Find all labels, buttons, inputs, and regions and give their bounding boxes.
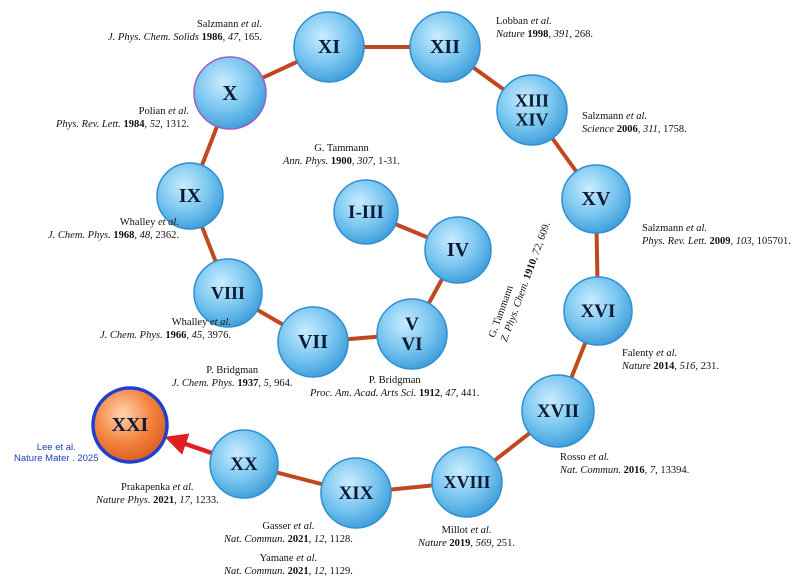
phase-circle [424, 216, 492, 284]
ref-whalley-1966: Whalley et al. J. Chem. Phys. 1966, 45, … [100, 317, 231, 341]
ref-salzmann-2006: Salzmann et al. Science 2006, 311, 1758. [582, 111, 687, 135]
phase-circle [209, 429, 279, 499]
phase-label: VII [298, 331, 328, 353]
phase-circle [561, 164, 631, 234]
phase-bubble-xvi: XVI [563, 276, 633, 346]
phase-label: XVII [537, 401, 579, 422]
phase-bubble-xx: XX [209, 429, 279, 499]
ref-author: P. Bridgman [206, 365, 259, 376]
ref-prakapenka-2021: Prakapenka et al. Nature Phys. 2021, 17,… [96, 482, 219, 506]
phase-circle [193, 258, 263, 328]
phase-circle [409, 11, 481, 83]
phase-circle [496, 74, 568, 146]
ref-bridgman-1912: P. Bridgman Proc. Am. Acad. Arts Sci. 19… [310, 375, 480, 399]
ref-lobban-1998: Lobban et al. Nature 1998, 391, 268. [496, 16, 594, 40]
ref-yamane-2021: Yamane et al. Nat. Commun. 2021, 12, 112… [224, 553, 353, 577]
ref-bridgman-1937: P. Bridgman J. Chem. Phys. 1937, 5, 964. [172, 365, 293, 389]
ref-lee-2025: Lee et al. Nature Mater . 2025 [14, 442, 99, 464]
ref-falenty-2014: Falenty et al. Nature 2014, 516, 231. [622, 348, 720, 372]
ref-whalley-1968: Whalley et al. J. Chem. Phys. 1968, 48, … [48, 217, 179, 241]
phase-circle [563, 276, 633, 346]
phase-circle [293, 11, 365, 83]
phase-bubble-xix: XIX [320, 457, 392, 529]
phase-bubble-xii: XII [409, 11, 481, 83]
ref-polian-1984: Polian et al. Phys. Rev. Lett. 1984, 52,… [56, 106, 190, 130]
phase-label: XVIII [443, 472, 490, 492]
phase-circle [156, 162, 224, 230]
phase-circle [320, 457, 392, 529]
phase-bubble-i-iii: I-III [333, 179, 399, 245]
ref-author: P. Bridgman [368, 375, 421, 386]
ref-rosso-2016: Rosso et al. Nat. Commun. 2016, 7, 13394… [560, 452, 690, 476]
phase-bubble-iv: IV [424, 216, 492, 284]
phase-circle [193, 56, 267, 130]
phase-label: XXI [112, 414, 149, 436]
ref-gasser-2021: Gasser et al. Nat. Commun. 2021, 12, 112… [224, 521, 353, 545]
phase-label: I-III [348, 202, 384, 223]
phase-bubble-xviii: XVIII [431, 446, 503, 518]
phase-bubble-x: X [193, 56, 267, 130]
phase-circle [521, 374, 595, 448]
phase-label: XVI [581, 301, 616, 322]
arrow-to-new-phase [164, 433, 213, 456]
phase-label: X [222, 81, 237, 105]
ref-salzmann-2009: Salzmann et al. Phys. Rev. Lett. 2009, 1… [642, 223, 791, 247]
phase-bubble-xi: XI [293, 11, 365, 83]
phase-bubble-ix: IX [156, 162, 224, 230]
phase-circle [376, 298, 448, 370]
phase-label: XIX [339, 483, 374, 504]
ref-tammann-1900: G. Tammann Ann. Phys. 1900, 307, 1-31. [283, 143, 400, 167]
phase-circle [431, 446, 503, 518]
phase-circle [91, 386, 169, 464]
phase-label: XX [230, 454, 258, 475]
phase-circle [333, 179, 399, 245]
phase-bubble-xxi: XXI [91, 386, 169, 464]
ref-author: G. Tammann [314, 143, 369, 154]
ref-salzmann-1986: Salzmann et al. J. Phys. Chem. Solids 19… [108, 19, 262, 43]
phase-label: VIII [211, 283, 245, 303]
phase-circle [277, 306, 349, 378]
phase-label: XII [430, 36, 460, 58]
phase-bubble-xvii: XVII [521, 374, 595, 448]
phase-bubble-xv: XV [561, 164, 631, 234]
phase-label: XV [582, 188, 611, 210]
phase-label: XI [318, 36, 340, 58]
ref-millot-2019: Millot et al. Nature 2019, 569, 251. [418, 525, 516, 549]
phase-bubble-viii: VIII [193, 258, 263, 328]
phase-label: IX [179, 185, 202, 207]
phase-bubble-vii: VII [277, 306, 349, 378]
phase-label: IV [447, 239, 470, 261]
